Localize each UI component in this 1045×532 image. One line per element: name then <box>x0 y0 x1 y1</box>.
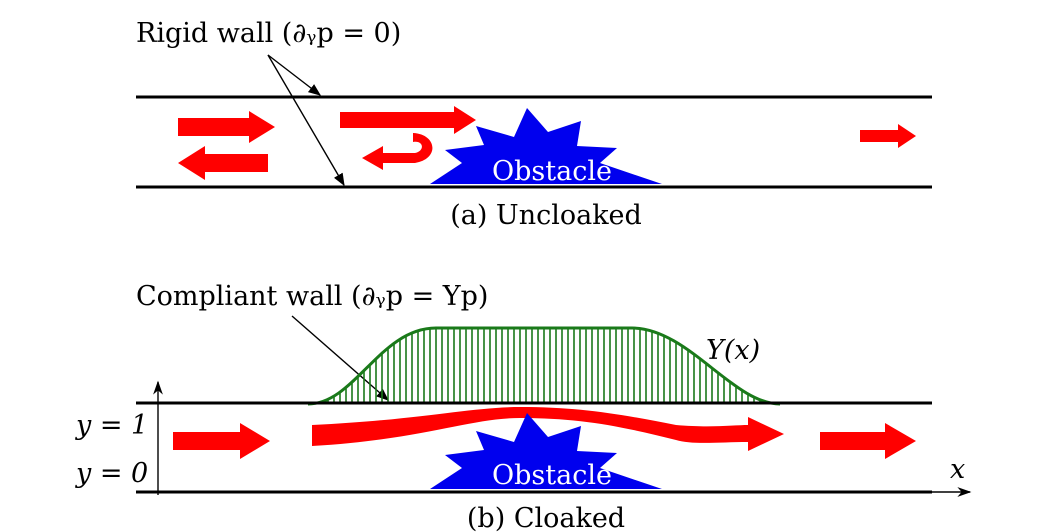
incoming-wave-arrow <box>340 106 476 134</box>
y-bottom-label: y = 0 <box>75 458 148 489</box>
incident-wave-arrow <box>178 111 275 143</box>
compliant-wall-label: Compliant wall (∂ᵧp = Yp) <box>136 281 488 312</box>
rigid-wall-label: Rigid wall (∂ᵧp = 0) <box>136 18 401 49</box>
obstacle-label: Obstacle <box>492 156 612 187</box>
admittance-profile-curve <box>307 326 781 406</box>
panel-cloaked: Compliant wall (∂ᵧp = Yp) Y(x) y = 1 y =… <box>75 281 972 532</box>
obstacle-shape <box>430 108 662 184</box>
caption-uncloaked: (a) Uncloaked <box>450 200 642 231</box>
cloaked-wave-band <box>312 407 784 451</box>
obstacle-label-b: Obstacle <box>492 460 612 491</box>
admittance-hatching <box>315 328 773 404</box>
profile-label: Y(x) <box>706 335 760 366</box>
obstacle-shape-b <box>430 413 662 489</box>
y-top-label: y = 1 <box>75 410 148 441</box>
compliant-wall-pointer <box>291 315 389 401</box>
transmitted-wave-arrow-b <box>820 423 916 459</box>
u-turn-reflection-arrow <box>362 133 433 170</box>
panel-uncloaked: Rigid wall (∂ᵧp = 0) Obstacle (a) Uncloa… <box>136 18 932 231</box>
rigid-wall-pointer-bottom <box>267 54 345 187</box>
rigid-wall-pointer-top <box>267 54 321 96</box>
x-axis-label: x <box>950 454 965 485</box>
incident-wave-arrow-b <box>173 423 270 459</box>
caption-cloaked: (b) Cloaked <box>467 503 625 532</box>
transmitted-wave-arrow <box>860 124 916 148</box>
reflected-wave-arrow <box>178 146 268 180</box>
